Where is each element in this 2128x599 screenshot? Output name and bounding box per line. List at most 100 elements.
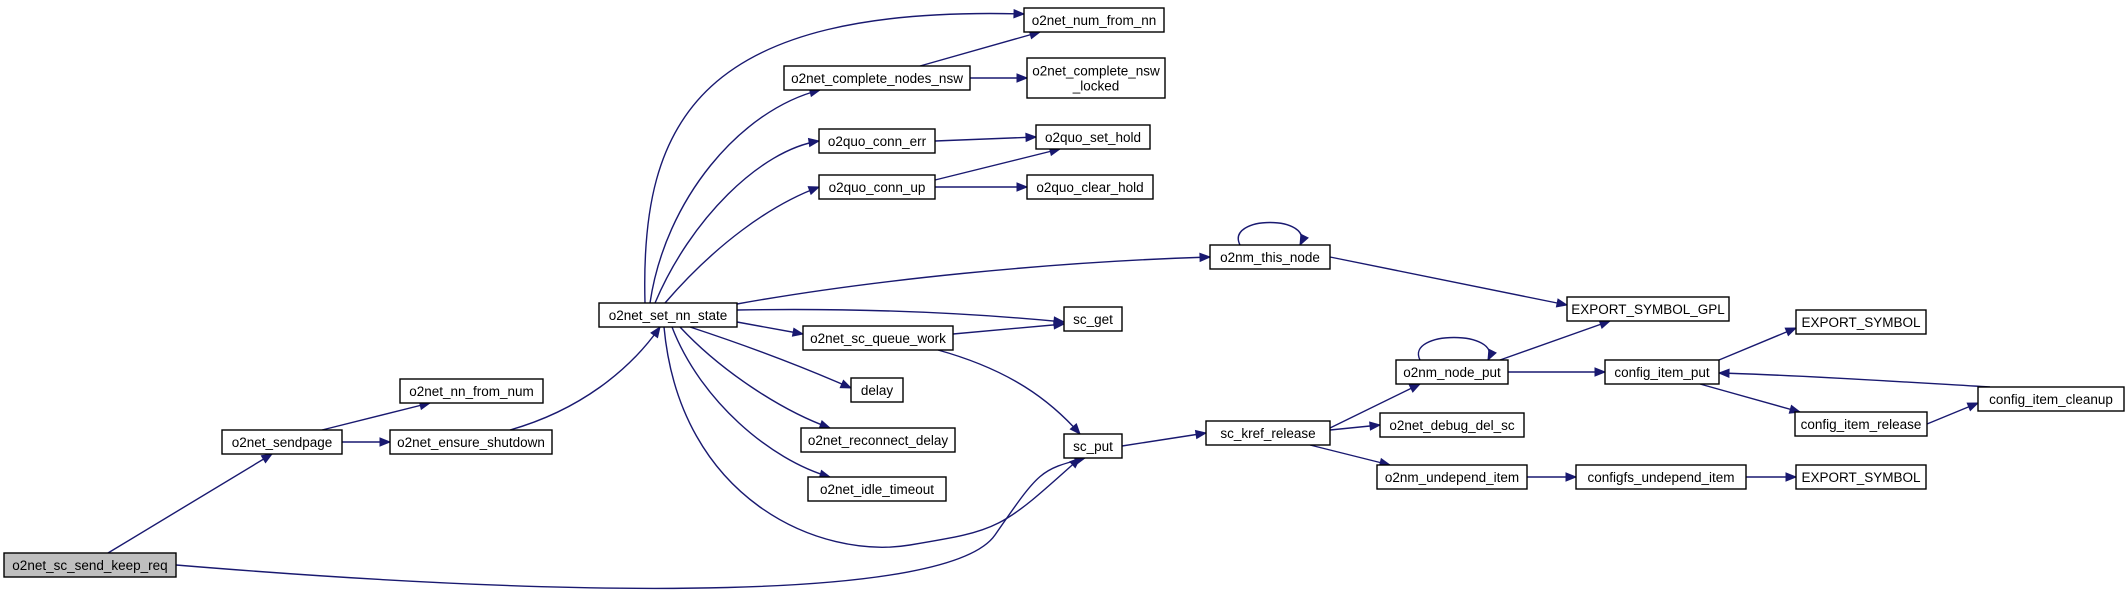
node-box-nn_from_num[interactable] [399, 378, 544, 404]
node-box-kref_release[interactable] [1205, 420, 1331, 446]
node-conn_up[interactable]: o2quo_conn_up [818, 174, 936, 200]
node-box-export_gpl[interactable] [1566, 296, 1730, 322]
node-box-config_item_release[interactable] [1794, 411, 1928, 437]
arrowhead-complete_nodes_nsw-to-complete_nsw_locked [1016, 73, 1029, 83]
edge-set_nn_state-to-queue_work [736, 321, 804, 335]
node-set_nn_state[interactable]: o2net_set_nn_state [598, 302, 738, 328]
node-label-sendpage: o2net_sendpage [232, 435, 333, 450]
node-sc_get[interactable]: sc_get [1063, 306, 1123, 332]
node-queue_work[interactable]: o2net_sc_queue_work [802, 325, 954, 351]
node-box-clear_hold[interactable] [1026, 174, 1154, 200]
edge-conn_err-to-set_hold [934, 136, 1037, 142]
arrowhead-conn_err-to-set_hold [1025, 132, 1038, 143]
node-sendpage[interactable]: o2net_sendpage [221, 429, 343, 455]
node-box-sc_put[interactable] [1063, 433, 1123, 459]
node-label-complete_nsw_locked: o2net_complete_nsw [1032, 64, 1160, 79]
node-export1[interactable]: EXPORT_SYMBOL [1795, 309, 1927, 335]
node-box-export2[interactable] [1795, 464, 1927, 490]
arrowhead-ensure_shutdown-to-set_nn_state [650, 325, 661, 339]
node-complete_nsw_locked[interactable]: o2net_complete_nsw_locked [1026, 57, 1166, 99]
arrowhead-queue_work-to-sc_put [1069, 422, 1081, 436]
arrowhead-set_nn_state-to-num_from_nn [1013, 8, 1026, 19]
node-debug_del_sc[interactable]: o2net_debug_del_sc [1379, 412, 1525, 438]
edge-set_nn_state-to-complete_nodes_nsw [649, 89, 821, 304]
node-box-export1[interactable] [1795, 309, 1927, 335]
node-config_item_cleanup[interactable]: config_item_cleanup [1977, 386, 2125, 412]
node-box-complete_nsw_locked[interactable] [1026, 57, 1166, 99]
arrowhead-undepend_item-to-configfs_undepend [1565, 472, 1578, 482]
node-box-sendpage[interactable] [221, 429, 343, 455]
node-undepend_item[interactable]: o2nm_undepend_item [1376, 464, 1528, 490]
node-box-set_nn_state[interactable] [598, 302, 738, 328]
node-this_node[interactable]: o2nm_this_node [1209, 244, 1331, 270]
node-clear_hold[interactable]: o2quo_clear_hold [1026, 174, 1154, 200]
node-box-config_item_put[interactable] [1604, 359, 1720, 385]
node-label-configfs_undepend: configfs_undepend_item [1587, 470, 1734, 485]
node-box-sc_get[interactable] [1063, 306, 1123, 332]
node-label-export1: EXPORT_SYMBOL [1801, 315, 1921, 330]
node-box-num_from_nn[interactable] [1023, 7, 1165, 33]
node-label-set_nn_state: o2net_set_nn_state [609, 308, 728, 323]
edge-config_item_put-to-config_item_release [1699, 383, 1801, 413]
node-box-root[interactable] [3, 552, 177, 578]
node-box-queue_work[interactable] [802, 325, 954, 351]
node-box-idle_timeout[interactable] [807, 476, 947, 502]
arrowhead-kref_release-to-debug_del_sc [1369, 421, 1382, 431]
node-ensure_shutdown[interactable]: o2net_ensure_shutdown [389, 429, 553, 455]
node-box-conn_err[interactable] [818, 128, 936, 154]
node-box-reconnect_delay[interactable] [800, 427, 956, 453]
node-nn_from_num[interactable]: o2net_nn_from_num [399, 378, 544, 404]
node-box-complete_nodes_nsw[interactable] [783, 65, 971, 91]
node-config_item_put[interactable]: config_item_put [1604, 359, 1720, 385]
node-box-configfs_undepend[interactable] [1575, 464, 1747, 490]
edge-set_nn_state-to-sc_get [736, 308, 1065, 323]
node-complete_nodes_nsw[interactable]: o2net_complete_nodes_nsw [783, 65, 971, 91]
node-config_item_release[interactable]: config_item_release [1794, 411, 1928, 437]
node-box-ensure_shutdown[interactable] [389, 429, 553, 455]
arrowhead-set_nn_state-to-conn_err [807, 137, 821, 148]
edge-queue_work-to-sc_get [952, 323, 1065, 335]
node-export_gpl[interactable]: EXPORT_SYMBOL_GPL [1566, 296, 1730, 322]
arrowhead-set_nn_state-to-queue_work [791, 327, 805, 337]
edge-queue_work-to-sc_put [937, 349, 1081, 435]
node-idle_timeout[interactable]: o2net_idle_timeout [807, 476, 947, 502]
node-label-sc_get: sc_get [1073, 312, 1113, 327]
arrowhead-config_item_put-to-export1 [1784, 327, 1798, 337]
node-kref_release[interactable]: sc_kref_release [1205, 420, 1331, 446]
node-label-root: o2net_sc_send_keep_req [12, 558, 167, 573]
node-box-set_hold[interactable] [1035, 124, 1151, 150]
node-label-set_hold: o2quo_set_hold [1045, 130, 1141, 145]
node-box-undepend_item[interactable] [1376, 464, 1528, 490]
node-root[interactable]: o2net_sc_send_keep_req [3, 552, 177, 578]
edge-set_nn_state-to-conn_err [654, 140, 820, 304]
arrowhead-node_put-to-node_put [1487, 348, 1497, 362]
node-label-delay: delay [861, 383, 894, 398]
node-delay[interactable]: delay [850, 377, 904, 403]
node-set_hold[interactable]: o2quo_set_hold [1035, 124, 1151, 150]
call-nodes: o2net_sc_send_keep_req o2net_sendpage o2ne… [3, 7, 2125, 578]
node-box-node_put[interactable] [1395, 359, 1509, 385]
node-label-conn_up: o2quo_conn_up [829, 180, 926, 195]
node-box-conn_up[interactable] [818, 174, 936, 200]
node-box-config_item_cleanup[interactable] [1977, 386, 2125, 412]
node-node_put[interactable]: o2nm_node_put [1395, 359, 1509, 385]
node-conn_err[interactable]: o2quo_conn_err [818, 128, 936, 154]
node-box-this_node[interactable] [1209, 244, 1331, 270]
node-export2[interactable]: EXPORT_SYMBOL [1795, 464, 1927, 490]
edge-kref_release-to-node_put [1329, 383, 1421, 429]
node-label-clear_hold: o2quo_clear_hold [1036, 180, 1143, 195]
edge-sc_put-to-kref_release [1121, 432, 1207, 447]
node-configfs_undepend[interactable]: configfs_undepend_item [1575, 464, 1747, 490]
node-label-debug_del_sc: o2net_debug_del_sc [1389, 418, 1515, 433]
node-label-idle_timeout: o2net_idle_timeout [820, 482, 934, 497]
node-reconnect_delay[interactable]: o2net_reconnect_delay [800, 427, 956, 453]
node-box-debug_del_sc[interactable] [1379, 412, 1525, 438]
node-num_from_nn[interactable]: o2net_num_from_nn [1023, 7, 1165, 33]
node-label-export2: EXPORT_SYMBOL [1801, 470, 1921, 485]
call-edges [107, 8, 1991, 590]
node-sc_put[interactable]: sc_put [1063, 433, 1123, 459]
node-box-delay[interactable] [850, 377, 904, 403]
arrowhead-set_nn_state-to-conn_up [807, 186, 821, 196]
node-label-conn_err: o2quo_conn_err [828, 134, 927, 149]
